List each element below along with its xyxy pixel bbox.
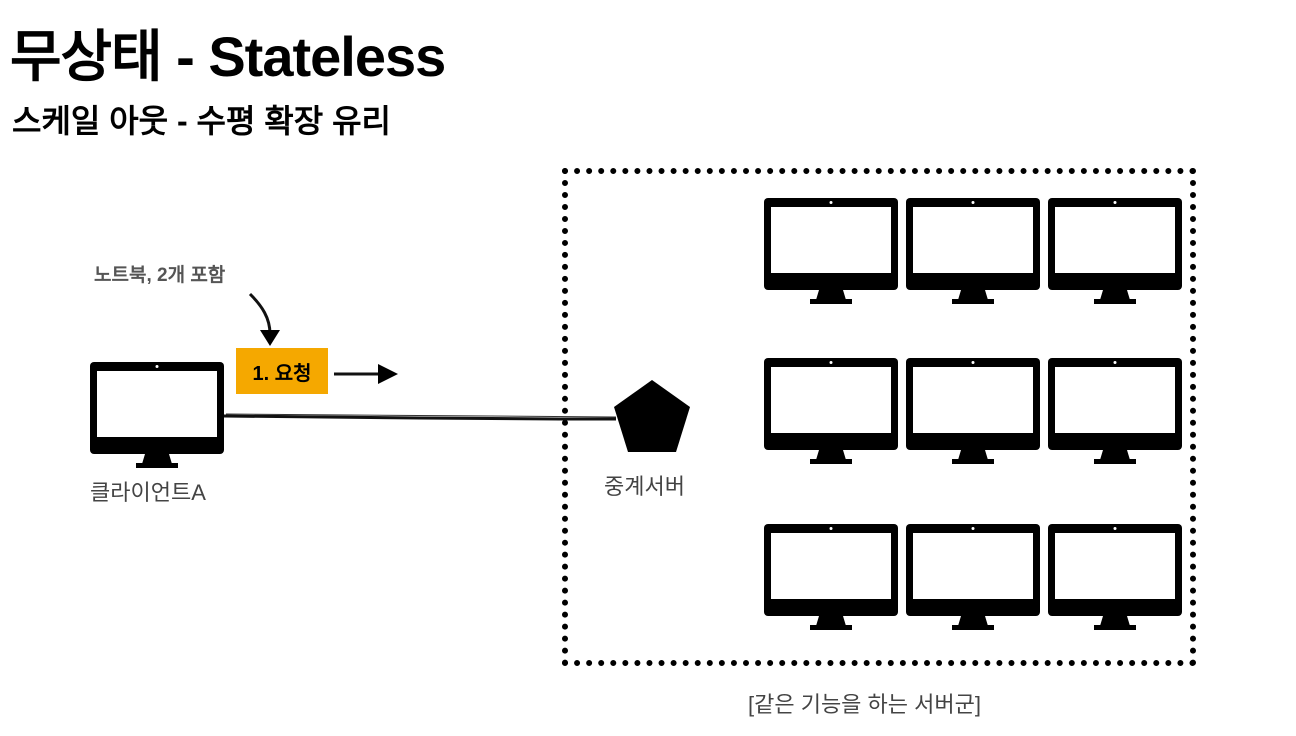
relay-server-label: 중계서버	[604, 474, 685, 499]
server-monitor-icon	[764, 198, 898, 304]
server-monitor-icon	[1048, 358, 1182, 464]
server-monitor-icon	[906, 198, 1040, 304]
page-subtitle: 스케일 아웃 - 수평 확장 유리	[12, 103, 391, 139]
server-monitor-icon	[1048, 198, 1182, 304]
note-curved-arrow-icon	[248, 292, 272, 335]
client-monitor-icon	[90, 362, 224, 468]
request-arrow-head-icon	[378, 364, 398, 384]
note-label: 노트북, 2개 포함	[94, 265, 226, 286]
server-monitor-icon	[764, 358, 898, 464]
page-title: 무상태 - Stateless	[10, 25, 446, 88]
request-badge: 1. 요청	[236, 348, 328, 394]
client-label: 클라이언트A	[90, 480, 206, 505]
server-monitor-icon	[764, 524, 898, 630]
server-monitor-icon	[906, 524, 1040, 630]
server-monitor-icon	[1048, 524, 1182, 630]
server-monitor-icon	[906, 358, 1040, 464]
server-cluster-caption: [같은 기능을 하는 서버군]	[748, 692, 981, 717]
relay-server-pentagon-icon	[612, 380, 692, 452]
client-to-relay-connection	[223, 414, 616, 421]
